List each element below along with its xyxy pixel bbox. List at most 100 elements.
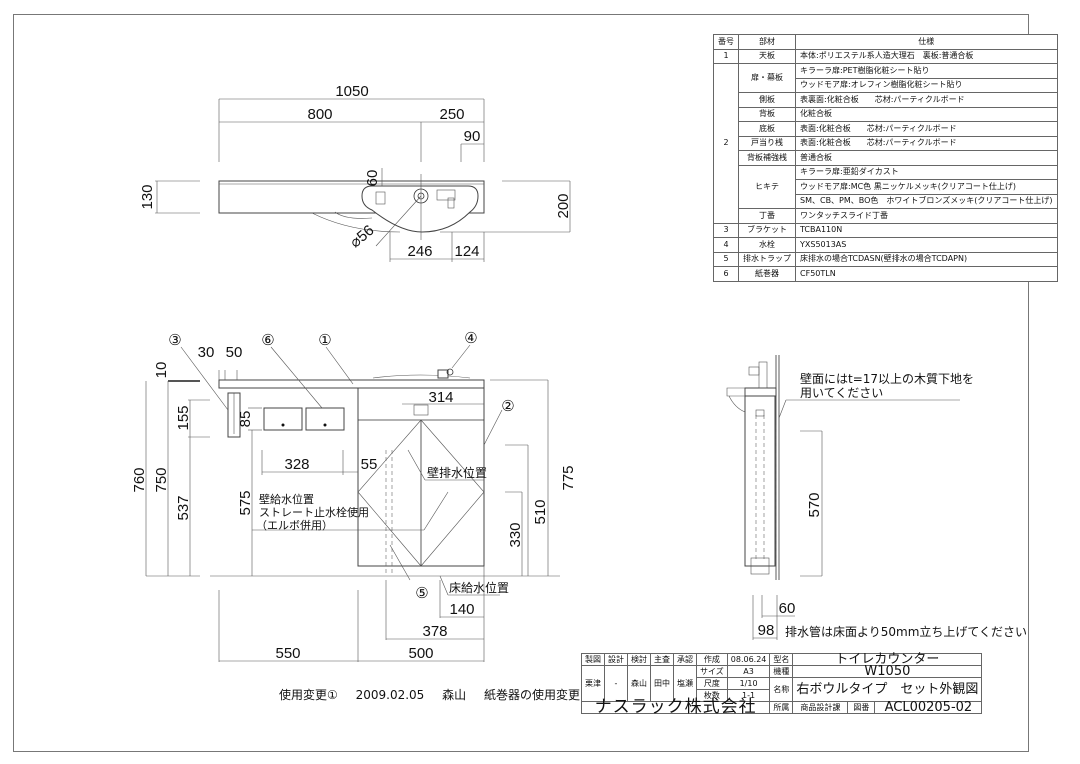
- dim-140: 140: [449, 601, 474, 618]
- dim-330: 330: [507, 522, 524, 547]
- svg-text:⑥: ⑥: [261, 332, 274, 349]
- label-wall-supply: 壁給水位置: [259, 492, 314, 506]
- callout-3: ③: [168, 332, 181, 349]
- dim-750: 750: [153, 467, 170, 492]
- dim-diameter-56: ⌀56: [347, 222, 378, 252]
- dim-314: 314: [428, 389, 453, 406]
- table-row: 背板補強桟普通合板: [714, 150, 1058, 166]
- dim-90: 90: [464, 128, 481, 145]
- role-chief: 主査: [650, 653, 674, 666]
- dim-775: 775: [560, 465, 577, 490]
- model-label: 機種: [769, 665, 794, 678]
- svg-text:②: ②: [501, 398, 514, 415]
- drawing-number: ACL00205-02: [874, 701, 983, 714]
- table-row: 戸当り桟表面:化粧合板 芯材:パーティクルボード: [714, 135, 1058, 151]
- parts-header-row: 番号 部材 仕様: [713, 34, 1058, 50]
- paper-size: A3: [726, 665, 771, 678]
- side-view: 壁面にはt=17以上の木質下地を 用いてください 570 60 98 排水管は床…: [726, 355, 1027, 640]
- dim-98-side: 98: [758, 622, 775, 639]
- scale-value: 1/10: [726, 677, 771, 690]
- dim-760: 760: [131, 467, 148, 492]
- drawing-name: 右ボウルタイプ セット外観図: [792, 677, 983, 702]
- header-no: 番号: [713, 34, 739, 50]
- table-row: 背板化粧合板: [714, 106, 1058, 122]
- dim-200: 200: [555, 193, 572, 218]
- callout-4: ④: [464, 330, 477, 347]
- header-part: 部材: [738, 34, 796, 50]
- dim-85: 85: [237, 411, 254, 428]
- dim-60-side: 60: [779, 600, 796, 617]
- name-drafting: 栗津: [581, 665, 605, 702]
- dim-550: 550: [275, 645, 300, 662]
- company-name: ナスラック株式会社: [580, 699, 771, 716]
- label-wall-drain: 壁排水位置: [427, 465, 487, 480]
- dept-label: 所属: [769, 701, 794, 714]
- department: 商品設計課: [792, 701, 849, 714]
- dim-1050: 1050: [335, 83, 368, 100]
- created-date: 08.06.24: [726, 653, 771, 666]
- callout-2: ②: [501, 398, 514, 415]
- created-label: 作成: [696, 653, 728, 666]
- callout-1: ①: [318, 332, 331, 349]
- dim-378: 378: [422, 623, 447, 640]
- revision-description: 紙巻器の使用変更: [483, 688, 580, 702]
- dim-10: 10: [153, 362, 170, 379]
- title-block: 製図 設計 検討 主査 承認 作成 08.06.24 型名 トイレカウンター 栗…: [580, 653, 983, 716]
- dim-537: 537: [175, 495, 192, 520]
- dim-250: 250: [439, 106, 464, 123]
- name-approval: 塩瀬: [673, 665, 697, 702]
- name-label: 名称: [769, 677, 794, 702]
- revision-note: 使用変更① 2009.02.05 森山 紙巻器の使用変更: [279, 686, 594, 703]
- revision-label: 使用変更①: [279, 688, 338, 702]
- type-label: 型名: [769, 653, 794, 666]
- drawing-no-label: 図番: [847, 701, 876, 714]
- dim-328: 328: [284, 456, 309, 473]
- revision-person: 森山: [442, 688, 467, 702]
- dim-500: 500: [408, 645, 433, 662]
- dim-510: 510: [532, 499, 549, 524]
- dim-30: 30: [198, 344, 215, 361]
- table-row: 側板表裏面:化粧合板 芯材:パーティクルボード: [714, 92, 1058, 108]
- callout-5: ⑤: [415, 585, 428, 602]
- table-row: ヒキテキラーラ扉:亜鉛ダイカスト: [714, 164, 1058, 209]
- dim-55: 55: [361, 456, 378, 473]
- svg-text:⑤: ⑤: [415, 585, 428, 602]
- dim-570: 570: [806, 492, 823, 517]
- role-design: 設計: [604, 653, 628, 666]
- header-spec: 仕様: [795, 34, 1058, 50]
- dim-124: 124: [454, 243, 479, 260]
- table-row: SM、CB、PM、BO色 ホワイトブロンズメッキ(クリアコート仕上げ): [714, 193, 1058, 209]
- svg-text:③: ③: [168, 332, 181, 349]
- side-note-line2: 用いてください: [800, 386, 883, 400]
- svg-text:④: ④: [464, 330, 477, 347]
- front-view: ③ ⑥ ① ④ ② ⑤ 30 50 10 155 85 328 55 314 7…: [131, 330, 577, 662]
- drawing-sheet-border: [13, 14, 1029, 752]
- scale-label: 尺度: [696, 677, 728, 690]
- svg-text:①: ①: [318, 332, 331, 349]
- role-review: 検討: [627, 653, 651, 666]
- dim-155: 155: [175, 405, 192, 430]
- table-row: 底板表面:化粧合板 芯材:パーティクルボード: [714, 121, 1058, 137]
- model-number: W1050: [792, 665, 983, 678]
- dim-575: 575: [237, 490, 254, 515]
- dim-800: 800: [307, 106, 332, 123]
- dim-246: 246: [407, 243, 432, 260]
- dim-130: 130: [139, 184, 156, 209]
- table-row: 丁番ワンタッチスライド丁番: [714, 208, 1058, 224]
- drain-pipe-note: 排水管は床面より50mm立ち上げてください: [785, 624, 1027, 639]
- callout-6: ⑥: [261, 332, 274, 349]
- label-elbow: （エルボ併用）: [256, 518, 333, 532]
- label-straight-valve: ストレート止水栓使用: [259, 505, 369, 519]
- name-design: -: [604, 665, 628, 702]
- side-note-line1: 壁面にはt=17以上の木質下地を: [800, 371, 974, 386]
- top-view: 1050 800 250 90 60 130 200 ⌀56: [139, 83, 572, 262]
- label-floor-supply: 床給水位置: [449, 580, 509, 595]
- revision-date: 2009.02.05: [355, 688, 425, 702]
- role-approval: 承認: [673, 653, 697, 666]
